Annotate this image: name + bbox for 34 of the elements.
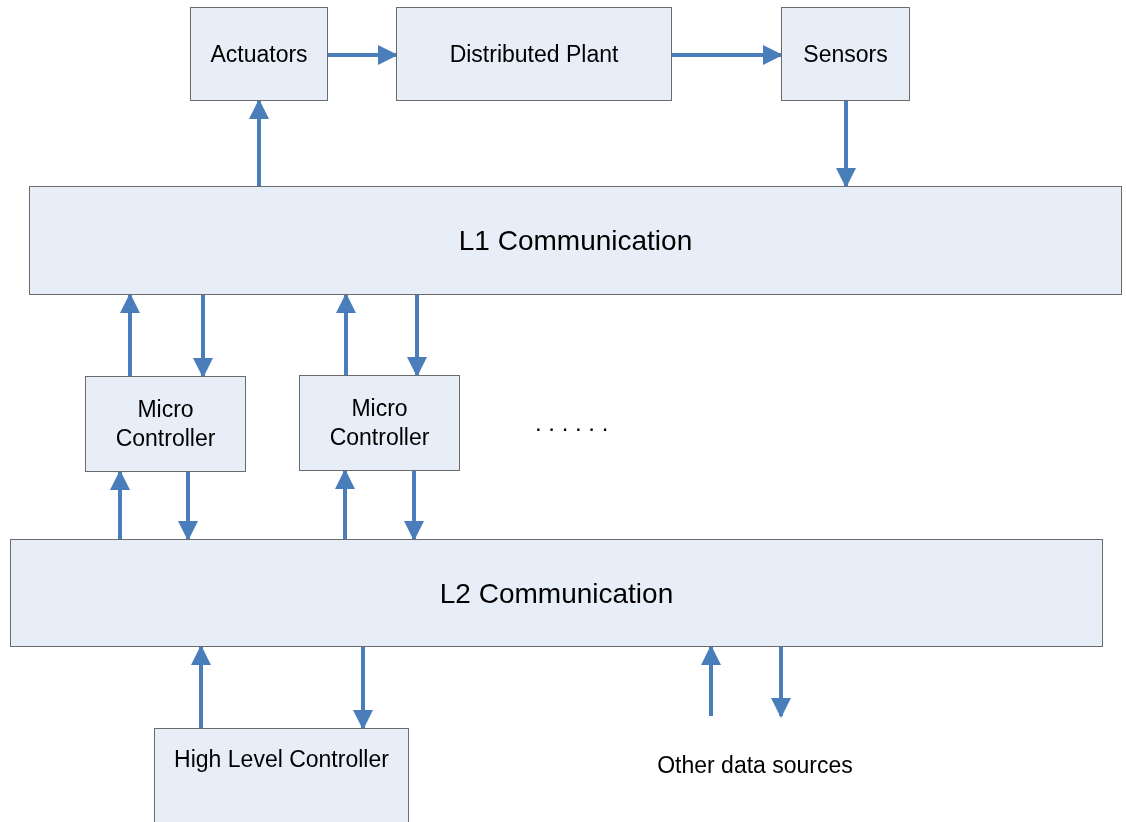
arrow xyxy=(336,293,356,375)
arrow xyxy=(193,295,213,378)
process-box xyxy=(781,7,910,101)
arrow xyxy=(353,647,373,730)
node-label: Distributed Plant xyxy=(448,39,620,69)
node-label: Micro Controller xyxy=(328,394,431,452)
arrow xyxy=(407,295,427,377)
arrow xyxy=(328,45,398,65)
process-box xyxy=(85,376,246,472)
node-label: High Level Controller xyxy=(173,745,390,774)
node-label: Micro Controller xyxy=(114,395,217,453)
node-label: Other data sources xyxy=(656,751,854,780)
arrow xyxy=(335,469,355,539)
process-box xyxy=(299,375,460,471)
bus-box xyxy=(29,186,1122,295)
arrow xyxy=(701,645,721,716)
arrow xyxy=(120,293,140,376)
node-label: Sensors xyxy=(802,39,889,69)
bus-box xyxy=(10,539,1103,647)
process-box xyxy=(396,7,672,101)
arrow xyxy=(178,472,198,541)
process-box xyxy=(154,728,409,822)
arrow xyxy=(771,647,791,718)
process-box xyxy=(190,7,328,101)
arrow xyxy=(404,471,424,541)
ellipsis-label: . . . . . . xyxy=(535,408,609,438)
arrow xyxy=(836,101,856,188)
arrow xyxy=(249,99,269,186)
arrow xyxy=(191,645,211,728)
node-label: L1 Communication xyxy=(458,224,693,258)
node-label: L2 Communication xyxy=(439,576,674,611)
node-label: Actuators xyxy=(209,39,309,69)
arrow xyxy=(110,470,130,539)
arrow xyxy=(672,45,783,65)
